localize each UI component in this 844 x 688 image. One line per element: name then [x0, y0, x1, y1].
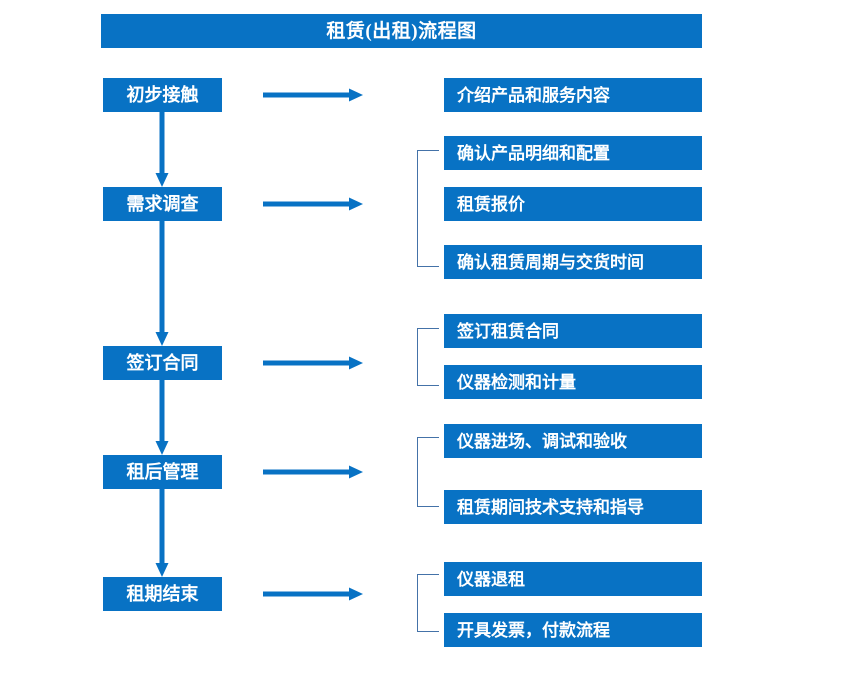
group-bracket-4	[417, 437, 439, 507]
right-arrow-icon-4	[263, 464, 363, 480]
detail-label: 仪器进场、调试和验收	[457, 431, 627, 451]
right-arrow-icon-3	[263, 355, 363, 371]
detail-box-8[interactable]: 租赁期间技术支持和指导	[444, 490, 702, 524]
stage-label: 需求调查	[126, 194, 199, 214]
page-title: 租赁(出租)流程图	[326, 20, 477, 42]
detail-box-4[interactable]: 确认租赁周期与交货时间	[444, 245, 702, 279]
detail-box-5[interactable]: 签订租赁合同	[444, 314, 702, 348]
group-bracket-2	[417, 150, 439, 267]
stage-box-5[interactable]: 租期结束	[103, 577, 222, 611]
detail-box-2[interactable]: 确认产品明细和配置	[444, 136, 702, 170]
detail-label: 开具发票，付款流程	[457, 620, 610, 640]
detail-box-3[interactable]: 租赁报价	[444, 187, 702, 221]
right-arrow-icon-5	[263, 586, 363, 602]
stage-box-1[interactable]: 初步接触	[103, 78, 222, 112]
detail-label: 仪器退租	[457, 569, 525, 589]
down-arrow-icon-1	[154, 112, 170, 187]
detail-box-1[interactable]: 介绍产品和服务内容	[444, 78, 702, 112]
right-arrow-icon-1	[263, 87, 363, 103]
down-arrow-icon-3	[154, 380, 170, 455]
stage-box-4[interactable]: 租后管理	[103, 455, 222, 489]
detail-box-9[interactable]: 仪器退租	[444, 562, 702, 596]
detail-label: 确认产品明细和配置	[457, 143, 610, 163]
detail-label: 签订租赁合同	[457, 321, 559, 341]
detail-box-7[interactable]: 仪器进场、调试和验收	[444, 424, 702, 458]
group-bracket-5	[417, 574, 439, 632]
detail-label: 介绍产品和服务内容	[457, 85, 610, 105]
detail-label: 租赁期间技术支持和指导	[457, 497, 644, 517]
detail-box-6[interactable]: 仪器检测和计量	[444, 365, 702, 399]
down-arrow-icon-4	[154, 489, 170, 577]
stage-box-2[interactable]: 需求调查	[103, 187, 222, 221]
group-bracket-3	[417, 328, 439, 386]
right-arrow-icon-2	[263, 196, 363, 212]
down-arrow-icon-2	[154, 221, 170, 346]
stage-label: 租期结束	[126, 584, 199, 604]
detail-label: 确认租赁周期与交货时间	[457, 252, 644, 272]
detail-box-10[interactable]: 开具发票，付款流程	[444, 613, 702, 647]
stage-label: 租后管理	[126, 462, 199, 482]
detail-label: 租赁报价	[457, 194, 525, 214]
diagram-title-bar: 租赁(出租)流程图	[101, 14, 702, 48]
stage-label: 签订合同	[126, 353, 199, 373]
stage-label: 初步接触	[126, 85, 199, 105]
stage-box-3[interactable]: 签订合同	[103, 346, 222, 380]
detail-label: 仪器检测和计量	[457, 372, 576, 392]
